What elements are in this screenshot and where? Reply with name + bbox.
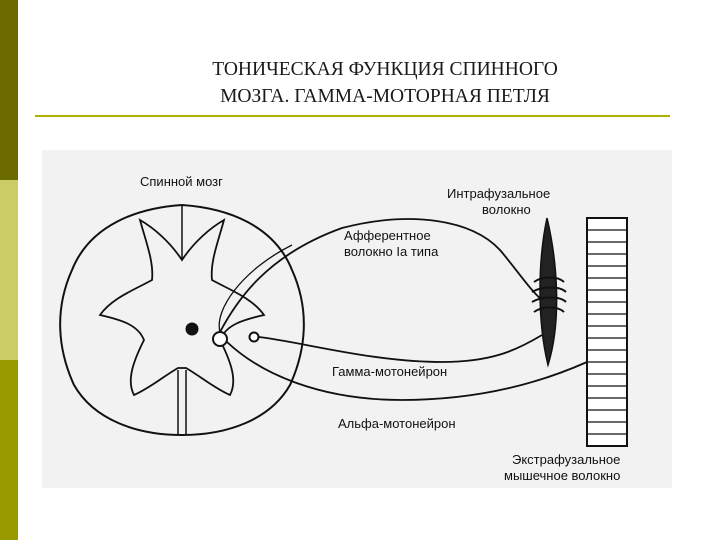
label-spinal-cord: Спинной мозг [140, 174, 223, 189]
label-extrafusal-line-2: мышечное волокно [504, 468, 621, 483]
label-alpha-motoneuron: Альфа-мотонейрон [338, 416, 456, 431]
afferent-fiber-ia [219, 218, 543, 333]
diagram-drawing [59, 203, 628, 447]
sidebar-stripe-light [0, 180, 18, 360]
spinal-cord-outline [59, 203, 305, 437]
label-extrafusal-line-1: Экстрафузальное [512, 452, 621, 467]
extrafusal-fiber [586, 217, 628, 447]
label-gamma-motoneuron: Гамма-мотонейрон [332, 364, 448, 379]
alpha-fiber [226, 341, 588, 401]
label-afferent-line-2: волокно Ia типа [344, 244, 439, 259]
central-canal [185, 322, 199, 336]
slide-title-line-2: МОЗГА. ГАММА-МОТОРНАЯ ПЕТЛЯ [220, 86, 550, 107]
label-afferent-line-1: Афферентное [344, 228, 431, 243]
sidebar-stripe-olive [0, 360, 18, 540]
extrafusal-striations [587, 229, 627, 435]
sidebar-stripe-dark [0, 0, 18, 180]
grey-matter-outline [98, 218, 266, 397]
spindle-coil [531, 276, 567, 313]
gamma-loop-diagram: Спинной мозг Интрафузальное волокно Аффе… [42, 150, 672, 488]
slide-title: ТОНИЧЕСКАЯ ФУНКЦИЯ СПИННОГО МОЗГА. ГАММА… [40, 56, 720, 110]
title-underline [35, 115, 670, 117]
slide-title-line-1: ТОНИЧЕСКАЯ ФУНКЦИЯ СПИННОГО [212, 59, 558, 80]
gamma-fiber [258, 334, 543, 363]
label-intrafusal-line-1: Интрафузальное [447, 186, 551, 201]
intrafusal-fiber [539, 217, 558, 368]
alpha-motoneuron-soma [212, 331, 228, 347]
label-intrafusal-line-2: волокно [482, 202, 531, 217]
ventral-fissure [177, 370, 187, 435]
afferent-branch [218, 244, 293, 333]
gamma-motoneuron-soma [248, 331, 260, 343]
